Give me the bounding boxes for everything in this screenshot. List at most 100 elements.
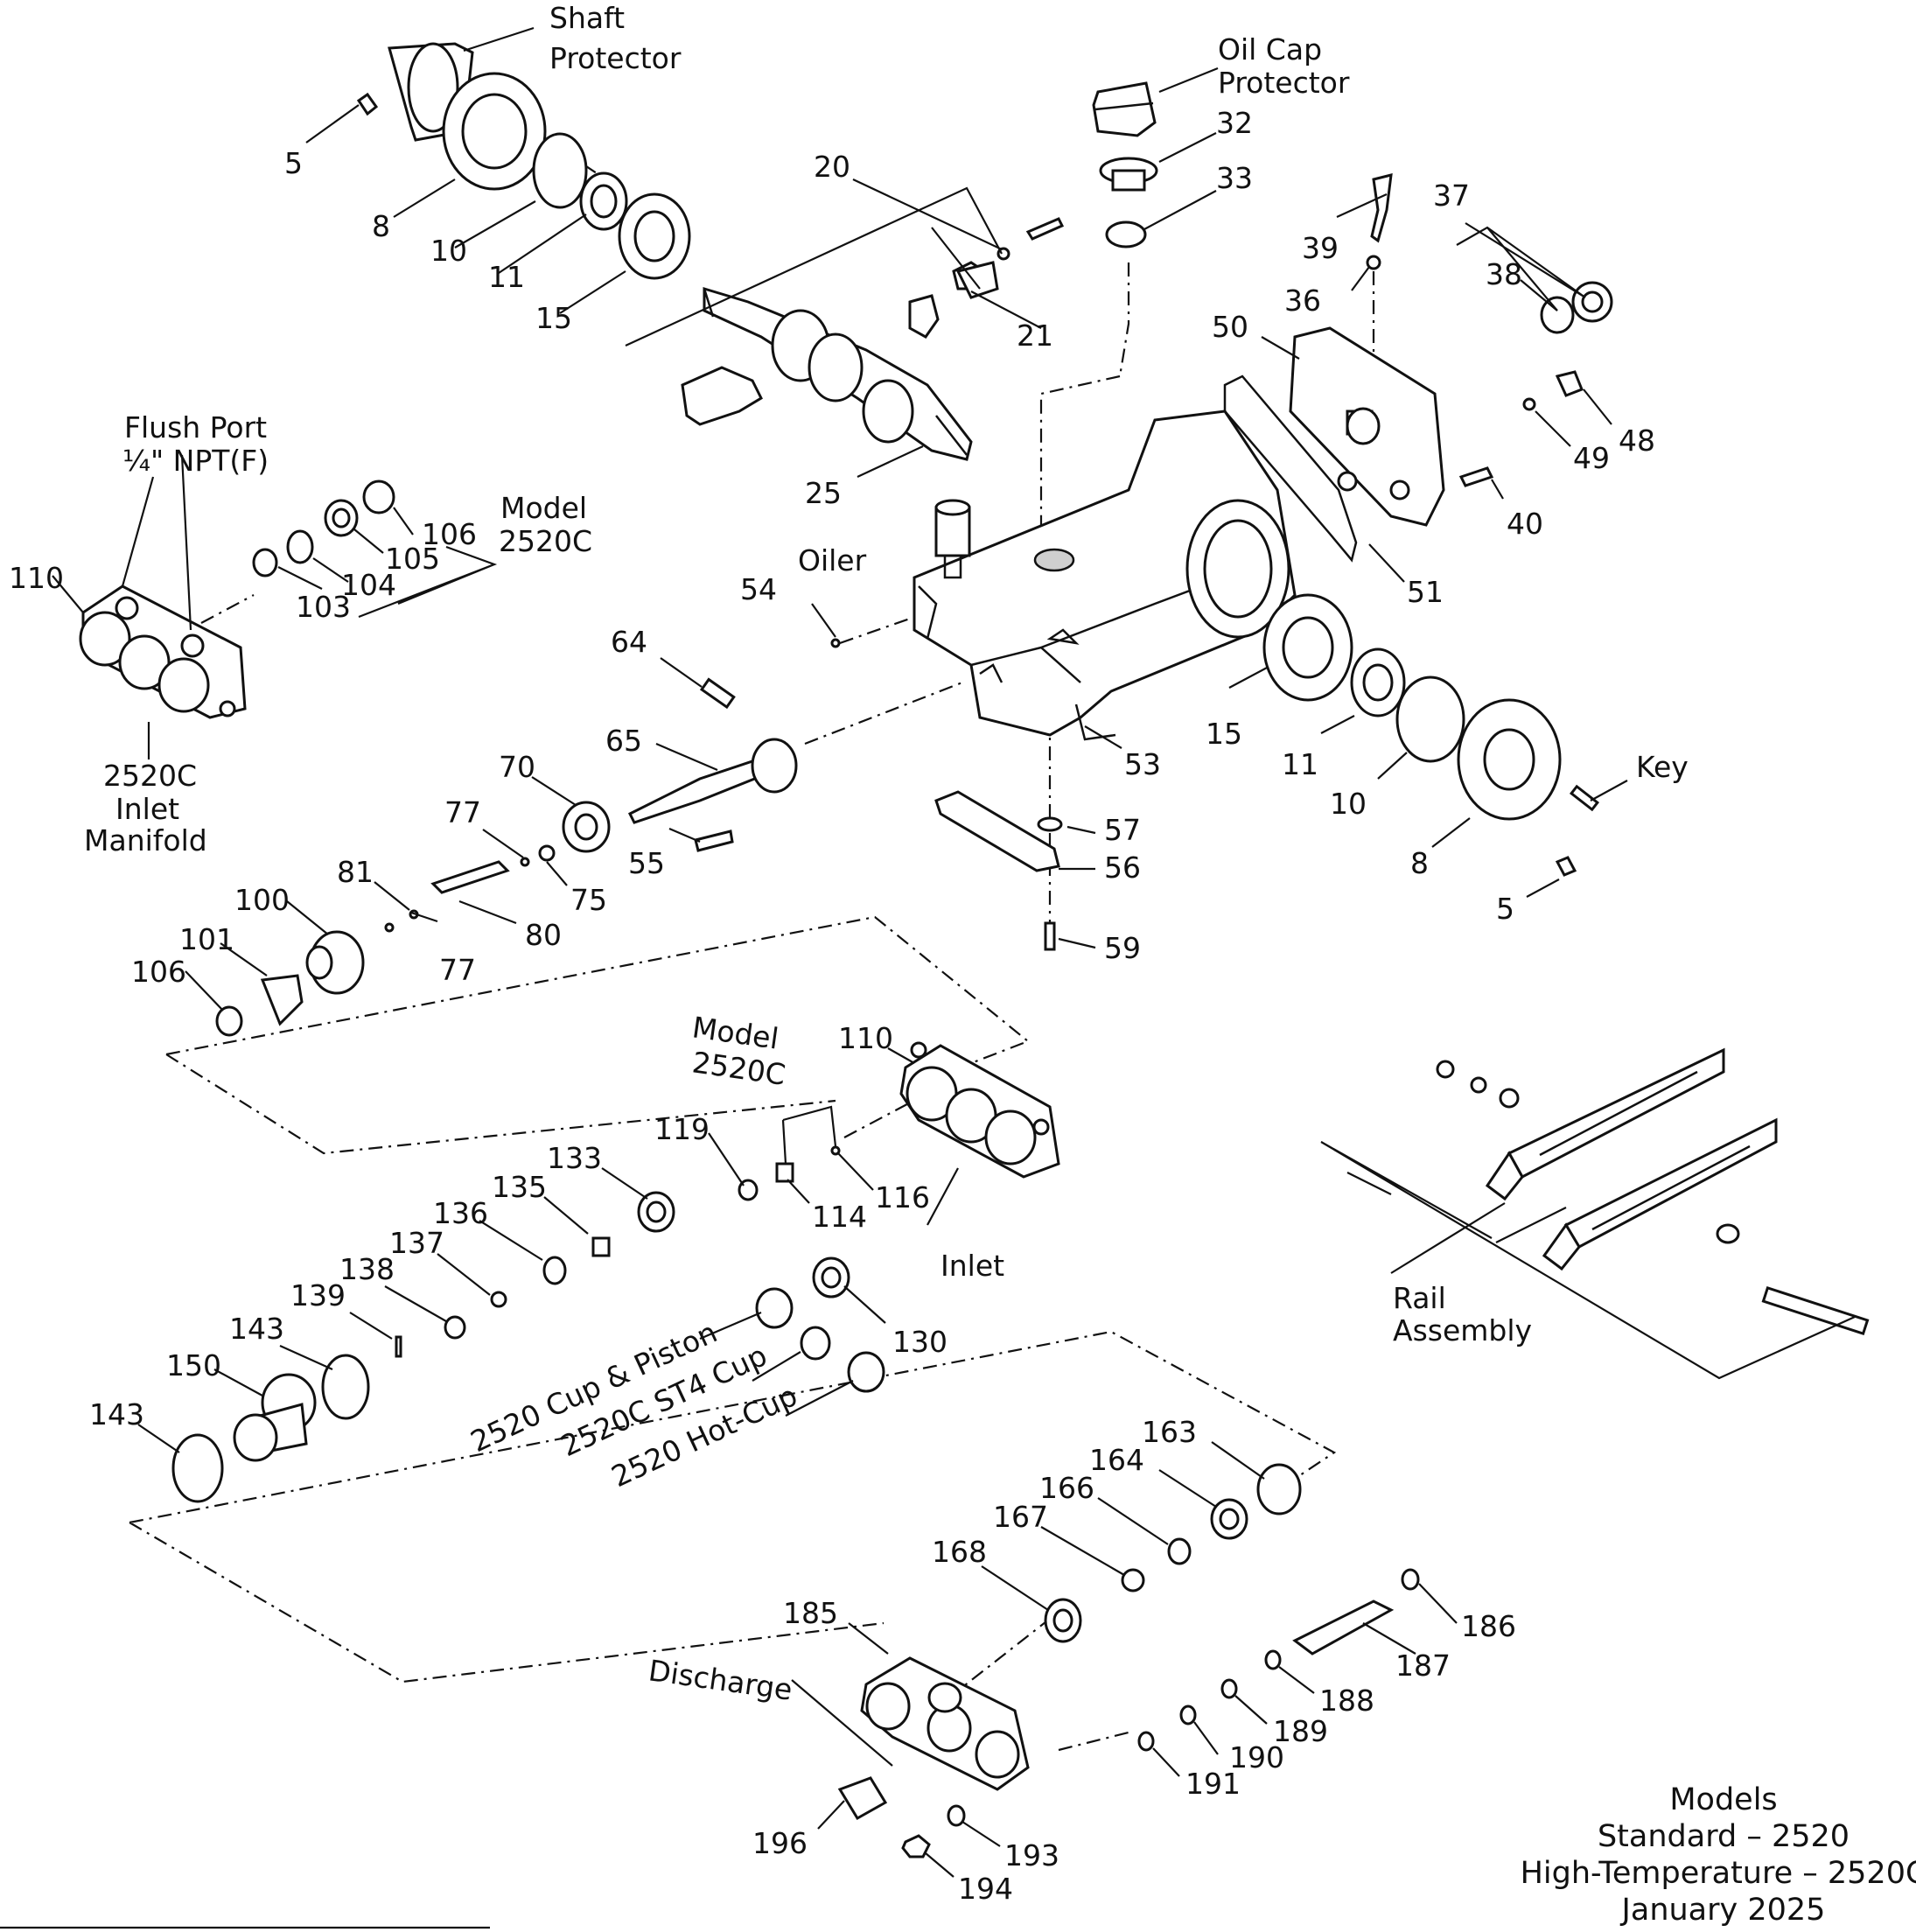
callout-rail-assembly-line2: Assembly xyxy=(1393,1313,1532,1348)
seat-163 xyxy=(1256,1463,1302,1516)
callout-model-2520c-top-line1: Model xyxy=(500,491,587,525)
sleeve-150 xyxy=(233,1373,317,1462)
part-number: 164 xyxy=(1089,1443,1144,1477)
part-number: 166 xyxy=(1039,1471,1094,1505)
part-number: 167 xyxy=(993,1500,1048,1534)
part-number: 133 xyxy=(547,1141,602,1175)
o-ring-116 xyxy=(830,1145,841,1156)
sight-glass-axis xyxy=(1039,374,1121,542)
bracket-rail xyxy=(1320,1141,1856,1380)
screw-20 xyxy=(1025,217,1065,241)
callout-inlet-manifold-line3: Manifold xyxy=(84,823,207,858)
crankcase xyxy=(913,410,1297,741)
bolt-59 xyxy=(1044,921,1056,951)
connecting-rods xyxy=(681,261,989,426)
plug-196 xyxy=(837,1776,888,1821)
o-ring-49 xyxy=(1522,397,1536,411)
washer-75 xyxy=(538,844,556,862)
callout-inlet: Inlet xyxy=(941,1249,1004,1283)
part-number: 135 xyxy=(492,1170,547,1204)
part-number: 36 xyxy=(1284,284,1321,318)
part-number: 49 xyxy=(1573,441,1610,475)
part-number: 191 xyxy=(1185,1767,1241,1801)
leader-lines xyxy=(52,26,1628,1878)
part-number: 65 xyxy=(605,724,642,758)
part-number: 77 xyxy=(444,795,481,830)
bracket-37-38 xyxy=(1456,226,1586,312)
part-number: 20 xyxy=(814,150,850,184)
st4-cup xyxy=(800,1326,831,1361)
part-number: 137 xyxy=(389,1226,444,1260)
part-number: 75 xyxy=(570,883,607,917)
o-ring-33 xyxy=(1105,220,1147,248)
o-ring-186 xyxy=(1401,1568,1420,1591)
part-number: 193 xyxy=(1004,1838,1059,1872)
sight-glass-37 xyxy=(1571,281,1613,323)
part-number: 53 xyxy=(1124,747,1161,781)
bracket-20-21 xyxy=(625,186,1003,346)
washer-38 xyxy=(1540,296,1575,334)
stem-187 xyxy=(1292,1600,1395,1656)
bearing-15a xyxy=(618,192,691,280)
pin-64 xyxy=(699,677,736,710)
dipstick-39 xyxy=(1370,173,1393,243)
part-number: 40 xyxy=(1507,507,1543,541)
seat-114 xyxy=(775,1162,794,1183)
oil-cap-32 xyxy=(1099,157,1158,192)
o-ring-104 xyxy=(286,529,314,564)
part-number: 15 xyxy=(535,301,572,335)
part-number: 64 xyxy=(611,625,647,659)
inlet-group-outline xyxy=(165,915,1031,1155)
callout-key: Key xyxy=(1636,750,1689,784)
bearing-cover-8b xyxy=(1457,698,1562,821)
oiler xyxy=(934,499,971,579)
washer-57 xyxy=(1037,816,1063,832)
models-high-temperature: High-Temperature – 2520C xyxy=(1521,1856,1916,1891)
crankshaft-25 xyxy=(703,286,973,461)
part-number: 54 xyxy=(740,572,777,606)
part-number: 8 xyxy=(1410,846,1429,880)
oil-cap-axis xyxy=(1118,262,1130,377)
part-number: 33 xyxy=(1216,161,1253,195)
callout-rail-assembly-line1: Rail xyxy=(1393,1281,1446,1315)
part-number: 77 xyxy=(439,953,476,987)
part-number: 143 xyxy=(229,1312,284,1346)
part-number: 32 xyxy=(1216,106,1253,140)
seal-106b xyxy=(215,1005,243,1037)
o-ring-190 xyxy=(1179,1704,1197,1726)
part-number: 10 xyxy=(1330,787,1367,821)
valve-axis xyxy=(1058,1731,1129,1752)
o-ring-77b xyxy=(384,922,395,933)
callout-inlet-manifold-line1: 2520C xyxy=(103,759,197,793)
part-number: 70 xyxy=(499,750,535,784)
o-ring-137 xyxy=(490,1291,507,1308)
part-number: 57 xyxy=(1104,813,1141,847)
discharge-manifold xyxy=(860,1656,1030,1791)
callout-discharge: Discharge xyxy=(647,1653,794,1707)
callout-flush-port-line2: ¼" NPT(F) xyxy=(122,444,269,478)
seal-105 xyxy=(324,499,359,537)
part-number: 190 xyxy=(1229,1740,1284,1774)
part-number: 119 xyxy=(654,1112,710,1146)
rear-cover-group xyxy=(1223,326,1445,563)
o-ring-36 xyxy=(1366,255,1381,270)
rod-cap-21 xyxy=(955,261,999,299)
callout-oiler: Oiler xyxy=(798,543,867,578)
part-number: 186 xyxy=(1461,1609,1516,1643)
part-number: 168 xyxy=(932,1535,987,1569)
screw-54 xyxy=(830,638,841,648)
bracket-model-2520c-mid xyxy=(781,1105,837,1165)
o-ring-10b xyxy=(1395,676,1465,763)
part-number: 114 xyxy=(812,1200,867,1234)
part-number: 150 xyxy=(166,1348,221,1382)
part-number: 11 xyxy=(488,260,525,294)
part-number: 110 xyxy=(838,1021,893,1055)
part-number: 130 xyxy=(892,1325,948,1359)
part-number: 38 xyxy=(1486,257,1522,291)
pin-139 xyxy=(395,1335,402,1358)
part-number: 163 xyxy=(1142,1415,1197,1449)
part-number: 187 xyxy=(1395,1648,1451,1683)
part-number: 15 xyxy=(1206,717,1242,751)
clip-101 xyxy=(260,974,304,1026)
